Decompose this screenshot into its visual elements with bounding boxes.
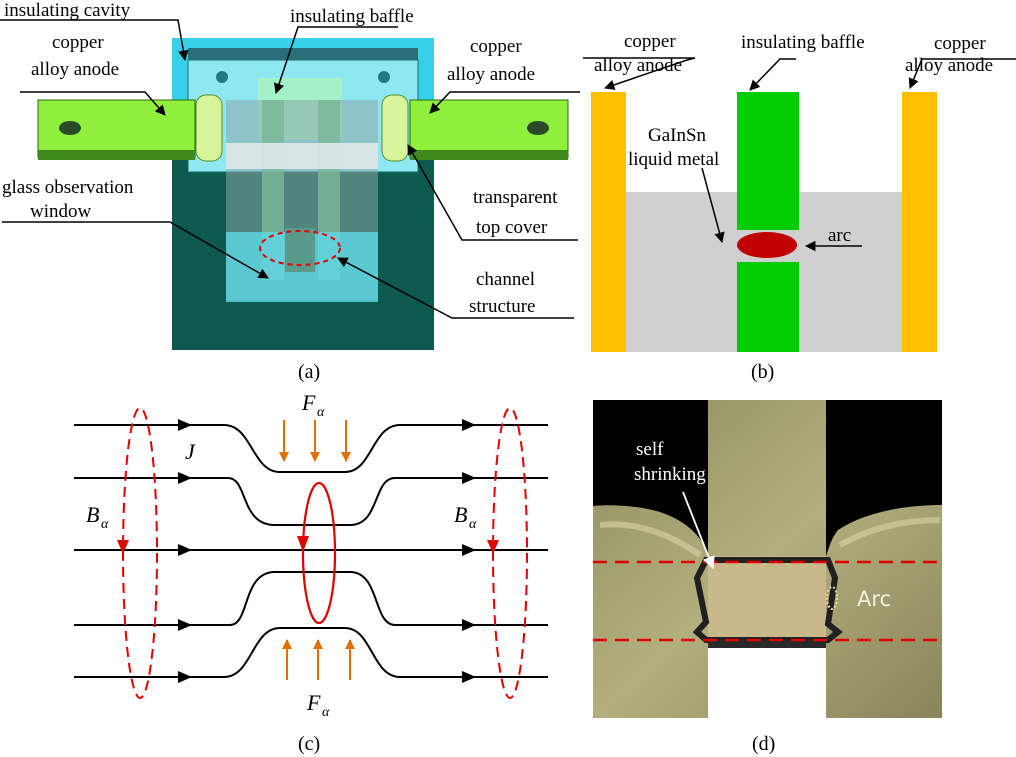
- label-f-top: F: [301, 390, 316, 415]
- current-line: [74, 477, 548, 526]
- label-shrinking: shrinking: [634, 464, 706, 485]
- panel-b: copper alloy anode insulating baffle cop…: [583, 31, 1016, 383]
- current-line: [74, 424, 548, 473]
- metal-highlight: [838, 517, 941, 548]
- channel-outline: [692, 557, 843, 643]
- field-loop-right: [492, 407, 528, 699]
- arc-ellipse: [737, 232, 797, 258]
- current-line: [74, 571, 548, 626]
- panel-d: self shrinking Arc (d): [593, 400, 942, 755]
- electrode-right: [381, 94, 409, 162]
- label-glass-window-2: window: [30, 201, 92, 222]
- label-channel: channel: [476, 269, 535, 290]
- self-shrinking-arrow: [682, 491, 715, 570]
- label-f-top-sub: α: [317, 405, 325, 420]
- photo-dark-background: [593, 400, 942, 556]
- label-copper-left: copper: [624, 31, 676, 52]
- bolt-hole: [59, 121, 81, 135]
- label-b-left-sub: α: [101, 517, 109, 532]
- label-insulating-cavity: insulating cavity: [4, 0, 131, 21]
- label-copper-right: copper: [934, 33, 986, 54]
- bolt-hole: [527, 121, 549, 135]
- label-top-cover-2: top cover: [476, 217, 548, 238]
- channel-highlight: [259, 230, 341, 266]
- leader-line: [749, 58, 796, 91]
- bottom-slot: [708, 640, 826, 718]
- label-f-bottom: F: [306, 690, 321, 715]
- anode-left: [591, 92, 626, 352]
- label-arc: Arc: [857, 587, 891, 611]
- field-loop-left: [122, 407, 158, 699]
- screw-hole: [216, 71, 228, 83]
- force-arrows-top: [279, 420, 351, 462]
- label-b-left: B: [86, 502, 99, 527]
- label-b-right-sub: α: [469, 517, 477, 532]
- label-baffle: insulating baffle: [741, 32, 865, 53]
- label-copper-right-2: alloy anode: [905, 55, 993, 76]
- label-copper-left-2: alloy anode: [594, 55, 682, 76]
- label-copper-right-2: alloy anode: [447, 64, 535, 85]
- leader-line: [2, 221, 269, 279]
- current-line: [74, 627, 548, 678]
- arc-spot: [826, 586, 838, 610]
- leader-line: [407, 144, 578, 241]
- caption-a: (a): [298, 361, 320, 383]
- leader-line: [274, 26, 398, 94]
- metal-highlight: [599, 521, 702, 558]
- label-metal: GaInSn: [648, 125, 707, 146]
- leader-line: [20, 91, 166, 116]
- leader-line: [701, 167, 725, 244]
- baffle-bottom: [737, 262, 799, 352]
- field-loop-center: [301, 481, 337, 625]
- label-f-bottom-sub: α: [322, 705, 330, 720]
- label-copper-left-2: alloy anode: [31, 59, 119, 80]
- caption-d: (d): [752, 733, 775, 755]
- panel-a: insulating cavity insulating baffle copp…: [0, 0, 580, 383]
- caption-b: (b): [751, 361, 774, 383]
- leader-line: [583, 57, 696, 90]
- label-channel-2: structure: [469, 296, 535, 317]
- copper-bar-right-side: [410, 150, 568, 160]
- label-metal-2: liquid metal: [628, 149, 719, 170]
- label-top-cover: transparent: [473, 187, 558, 208]
- channel-interior: [708, 556, 826, 640]
- label-arc: arc: [828, 225, 851, 246]
- label-glass-window: glass observation: [2, 177, 134, 198]
- leader-line: [429, 91, 580, 114]
- label-j: J: [185, 439, 196, 464]
- label-b-right: B: [454, 502, 467, 527]
- field-arrowheads: [117, 536, 499, 554]
- caption-c: (c): [298, 733, 320, 755]
- panel-c: F α J B α B α F α (c): [74, 390, 548, 755]
- copper-bar-left-side: [38, 150, 195, 160]
- cavity-top-edge: [188, 48, 418, 60]
- bottom-slot-edge: [708, 640, 826, 648]
- leader-line: [908, 58, 1016, 89]
- electrode-left: [195, 94, 223, 162]
- screw-hole: [378, 71, 390, 83]
- label-self: self: [636, 439, 664, 460]
- anode-right: [902, 92, 937, 352]
- leader-line: [0, 19, 189, 62]
- baffle-top: [737, 92, 799, 230]
- top-cover: [226, 143, 378, 169]
- current-arrowheads: [178, 419, 476, 683]
- label-copper-left: copper: [52, 32, 104, 53]
- label-copper-right: copper: [470, 36, 522, 57]
- label-insulating-baffle: insulating baffle: [290, 6, 414, 27]
- force-arrows-bottom: [282, 639, 355, 680]
- leader-line: [337, 257, 574, 319]
